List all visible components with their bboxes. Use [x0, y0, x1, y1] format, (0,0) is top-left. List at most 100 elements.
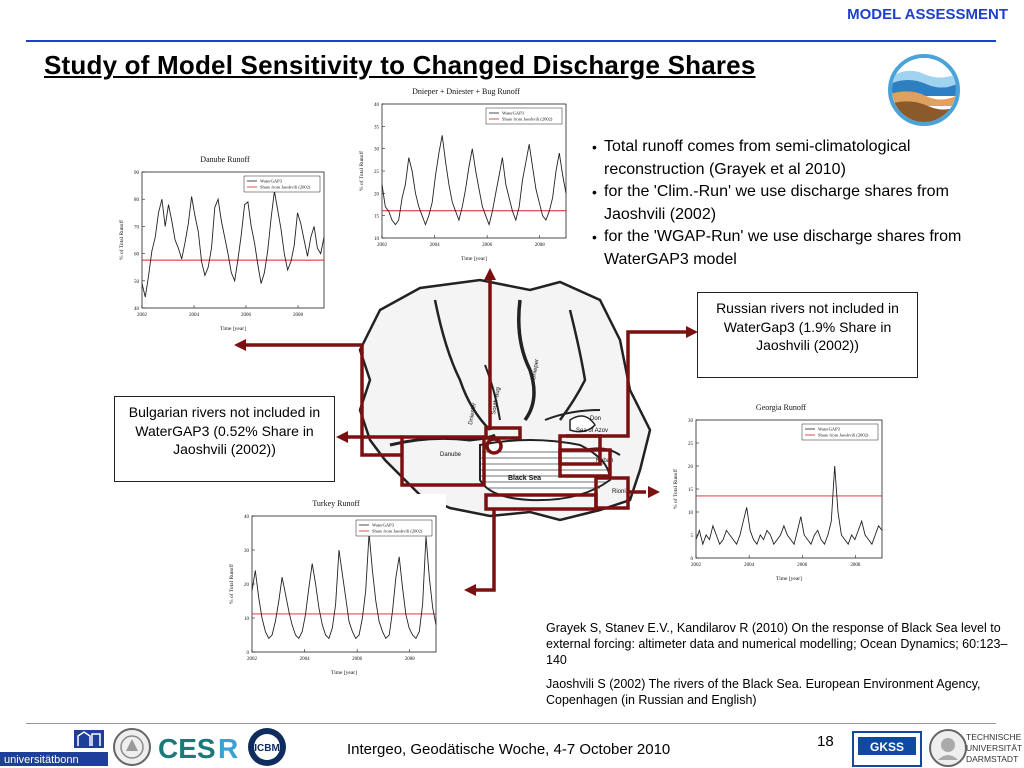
- y-tick-label: 20: [688, 465, 694, 470]
- y-tick-label: 0: [691, 557, 694, 562]
- legend-label: Share from Jaoshvili (2002): [372, 529, 423, 534]
- map-label-dnieper: Dnieper: [531, 359, 541, 381]
- x-tick-label: 2008: [405, 657, 416, 662]
- legend-box: [355, 519, 433, 537]
- y-tick-label: 25: [688, 442, 694, 447]
- gkss-logo-icon: GKSS: [852, 731, 922, 767]
- y-axis-label: % of Total Runoff: [358, 151, 365, 191]
- y-tick-label: 30: [244, 549, 250, 554]
- cesr-logo-icon: CES R: [158, 733, 238, 764]
- map-label-black-sea: Black Sea: [508, 475, 541, 482]
- reference-item: Jaoshvili S (2002) The rivers of the Bla…: [546, 677, 981, 707]
- institute-seal-icon: [929, 729, 967, 767]
- x-axis-label: Time [year]: [220, 326, 246, 332]
- x-axis-label: Time [year]: [776, 576, 802, 582]
- reference-item: Grayek S, Stanev E.V., Kandilarov R (201…: [546, 621, 1008, 667]
- page-number: 18: [817, 733, 834, 750]
- y-tick-label: 30: [374, 148, 380, 153]
- map-label-sea-of-azov: Sea of Azov: [576, 428, 608, 434]
- legend-label: WaterGAP3: [260, 179, 283, 184]
- series-line-watergap3: [141, 190, 325, 298]
- x-tick-label: 2002: [247, 657, 258, 662]
- y-tick-label: 80: [134, 198, 140, 203]
- y-tick-label: 30: [688, 419, 694, 424]
- plot-frame: [381, 103, 567, 239]
- series-line-watergap3: [251, 532, 437, 640]
- section-label: MODEL ASSESSMENT: [847, 6, 1008, 23]
- header-divider: [26, 40, 996, 42]
- map-label-danube: Danube: [440, 452, 462, 458]
- plot-frame: [141, 171, 325, 309]
- project-logo-icon: [888, 54, 960, 126]
- chart-title: Georgia Runoff: [756, 403, 806, 412]
- y-tick-label: 10: [374, 237, 380, 242]
- svg-text:UNIVERSITÄT: UNIVERSITÄT: [966, 743, 1022, 753]
- arrow-to-russian-callout: [566, 330, 688, 438]
- arrowhead-icon: [234, 339, 246, 351]
- bullet-item: for the 'Clim.-Run' we use discharge sha…: [592, 181, 1012, 226]
- highlight-box-dnieper: [484, 426, 522, 440]
- x-tick-label: 2004: [744, 563, 755, 568]
- bullet-item: Total runoff comes from semi-climatologi…: [592, 136, 1012, 181]
- y-tick-label: 40: [134, 307, 140, 312]
- y-tick-label: 15: [688, 488, 694, 493]
- chart-title: Danube Runoff: [200, 155, 250, 164]
- svg-text:universitätbonn: universitätbonn: [4, 754, 79, 766]
- university-seal-icon: [113, 728, 151, 766]
- highlight-box-danube: [400, 435, 486, 487]
- legend-box: [243, 175, 321, 193]
- map-label-kuban: Kuban: [596, 458, 613, 464]
- y-tick-label: 90: [134, 171, 140, 176]
- page-title: Study of Model Sensitivity to Changed Di…: [44, 50, 756, 80]
- svg-text:R: R: [218, 733, 238, 764]
- references: Grayek S, Stanev E.V., Kandilarov R (201…: [546, 620, 1020, 716]
- x-tick-label: 2008: [850, 563, 861, 568]
- x-tick-label: 2006: [482, 243, 493, 248]
- y-tick-label: 25: [374, 170, 380, 175]
- highlight-box-kuban: [558, 448, 612, 478]
- chart-title: Dnieper + Dniester + Bug Runoff: [412, 87, 520, 96]
- y-axis-label: % of Total Runoff: [672, 469, 679, 509]
- y-tick-label: 10: [688, 511, 694, 516]
- svg-text:ICBM: ICBM: [254, 743, 280, 754]
- map-label-don: Don: [590, 416, 601, 422]
- y-tick-label: 35: [374, 125, 380, 130]
- black-sea-catchment-map: Dnieper South Bug Dniester Don Sea of Az…: [358, 278, 652, 522]
- x-tick-label: 2008: [293, 313, 304, 318]
- y-tick-label: 60: [134, 253, 140, 258]
- x-tick-label: 2004: [300, 657, 311, 662]
- highlight-circle-dniester: [485, 437, 503, 455]
- x-tick-label: 2008: [535, 243, 546, 248]
- chart-title: Turkey Runoff: [312, 499, 360, 508]
- map-label-south-bug: South Bug: [491, 387, 502, 416]
- x-tick-label: 2004: [430, 243, 441, 248]
- arrow-to-turkey-chart: [474, 509, 496, 592]
- black-sea-water: [479, 439, 612, 502]
- dnieper-runoff-chart: Dnieper + Dniester + Bug Runoff101520253…: [356, 82, 576, 264]
- footer-event-text: Intergeo, Geodätische Woche, 4-7 October…: [347, 741, 671, 758]
- highlight-box-turkey: [484, 493, 598, 511]
- legend-box: [485, 107, 563, 125]
- y-tick-label: 40: [244, 515, 250, 520]
- legend-label: Share from Jaoshvili (2002): [818, 433, 869, 438]
- series-line-watergap3: [381, 135, 567, 227]
- legend-box: [801, 423, 879, 441]
- y-tick-label: 50: [134, 280, 140, 285]
- arrowhead-icon: [686, 326, 698, 338]
- arrowhead-icon: [464, 584, 476, 596]
- legend-label: WaterGAP3: [502, 111, 525, 116]
- svg-text:GKSS: GKSS: [870, 740, 904, 754]
- highlight-box-georgia: [594, 476, 630, 510]
- svg-text:CES: CES: [158, 733, 216, 764]
- legend-label: Share from Jaoshvili (2002): [502, 117, 553, 122]
- tu-darmstadt-logo-icon: TECHNISCHE UNIVERSITÄT DARMSTADT: [966, 732, 1022, 764]
- arrowhead-icon: [484, 268, 496, 280]
- svg-text:DARMSTADT: DARMSTADT: [966, 754, 1018, 764]
- map-label-dniester: Dniester: [468, 402, 478, 425]
- arrow-to-danube-chart: [246, 343, 402, 457]
- y-tick-label: 0: [247, 651, 250, 656]
- x-tick-label: 2006: [241, 313, 252, 318]
- y-axis-label: % of Total Runoff: [228, 564, 235, 604]
